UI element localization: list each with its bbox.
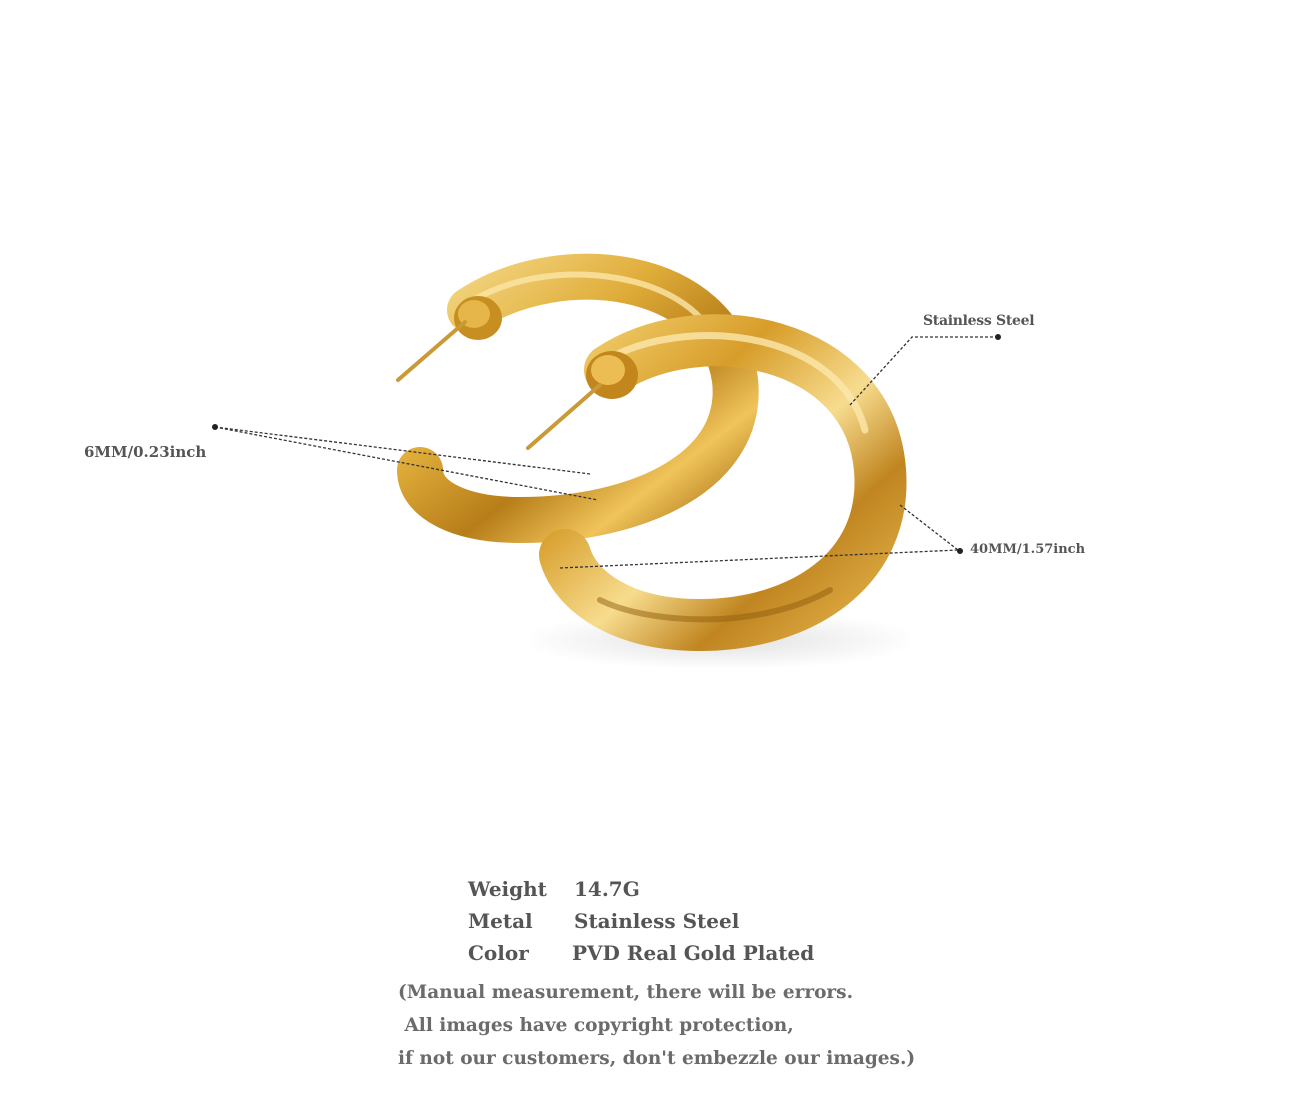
earring-post (396, 320, 467, 382)
spec-value: PVD Real Gold Plated (572, 941, 815, 965)
earring-post (526, 383, 602, 450)
callout-material-label: Stainless Steel (923, 313, 1035, 329)
spec-table: Weight 14.7G Metal Stainless Steel Color… (468, 874, 814, 970)
callout-lines (214, 336, 998, 569)
callout-diameter-label: 40MM/1.57inch (970, 542, 1086, 557)
spec-value: Stainless Steel (574, 909, 740, 933)
front-earring (526, 314, 907, 652)
spec-key: Metal (468, 909, 533, 933)
spec-key: Color (468, 941, 529, 965)
back-earring (396, 253, 759, 544)
callout-thickness-label: 6MM/0.23inch (84, 443, 207, 461)
spec-value: 14.7G (574, 877, 640, 901)
spec-row-color: Color PVD Real Gold Plated (468, 938, 814, 970)
disclaimer-line: All images have copyright protection, (398, 1015, 794, 1036)
disclaimer-line: if not our customers, don't embezzle our… (398, 1048, 916, 1069)
spec-key: Weight (468, 877, 547, 901)
spec-row-metal: Metal Stainless Steel (468, 906, 814, 938)
spec-row-weight: Weight 14.7G (468, 874, 814, 906)
callout-dot (995, 334, 1001, 340)
disclaimer-text: (Manual measurement, there will be error… (398, 976, 915, 1075)
callout-dot (957, 548, 963, 554)
disclaimer-line: (Manual measurement, there will be error… (398, 982, 854, 1003)
callout-dot (212, 424, 218, 430)
